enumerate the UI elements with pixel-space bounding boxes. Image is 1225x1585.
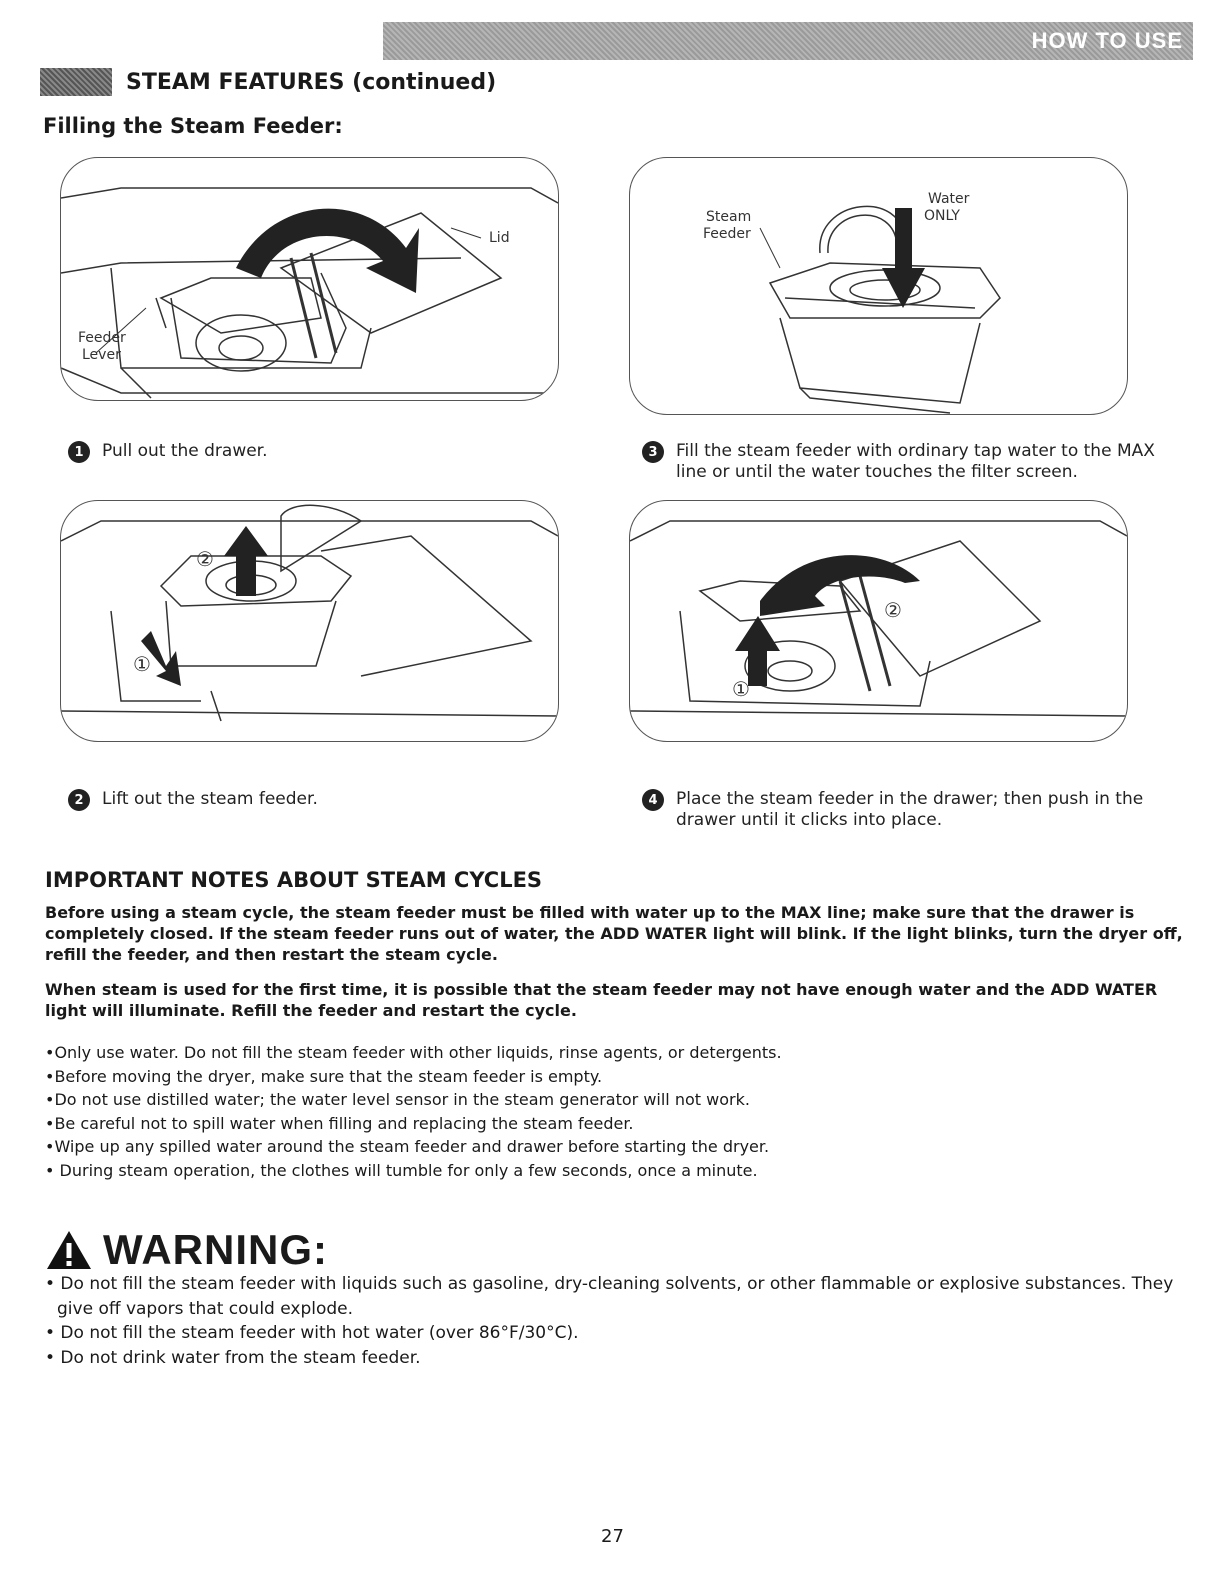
step-text: Place the steam feeder in the drawer; th…: [676, 789, 1144, 830]
list-item: • Do not drink water from the steam feed…: [45, 1347, 421, 1368]
list-item: • During steam operation, the clothes wi…: [45, 1160, 758, 1180]
header-tab-label: HOW TO USE: [1031, 28, 1183, 53]
warning-title-text: WARNING:: [103, 1226, 328, 1273]
step-2: 2 Lift out the steam feeder.: [68, 789, 548, 811]
figure-pull-drawer: Lid Feeder Lever: [60, 157, 559, 401]
header-bar: HOW TO USE: [383, 22, 1193, 60]
down-arrow-icon: [882, 208, 925, 308]
section-title-text: STEAM FEATURES (continued): [126, 69, 497, 95]
up-arrow-icon: [735, 616, 780, 686]
notes-title: IMPORTANT NOTES ABOUT STEAM CYCLES: [45, 868, 543, 892]
list-item: •Only use water. Do not fill the steam f…: [45, 1043, 782, 1062]
callout-2: ②: [196, 547, 214, 571]
down-arrow-icon: [141, 631, 181, 686]
notes-paragraph-2: When steam is used for the first time, i…: [45, 980, 1158, 1020]
callout-2: ②: [884, 598, 902, 622]
feeder-replace-illustration: [630, 520, 1127, 717]
step-number-badge: 2: [68, 789, 90, 811]
step-number-badge: 1: [68, 441, 90, 463]
feeder-lever-label-1: Feeder: [78, 330, 126, 346]
drawer-open-illustration: [61, 187, 558, 399]
lid-label: Lid: [489, 230, 510, 246]
list-item: •Be careful not to spill water when fill…: [45, 1113, 634, 1133]
steam-feeder-label-1: Steam: [706, 209, 752, 225]
step-3: 3 Fill the steam feeder with ordinary ta…: [642, 441, 1167, 483]
subtitle: Filling the Steam Feeder:: [43, 114, 343, 138]
warning-list: • Do not fill the steam feeder with liqu…: [45, 1272, 1195, 1370]
step-text: Lift out the steam feeder.: [102, 789, 318, 809]
list-item: •Before moving the dryer, make sure that…: [45, 1066, 603, 1086]
water-only-label-2: ONLY: [924, 208, 960, 224]
warning-title: WARNING:: [45, 1226, 328, 1274]
steam-feeder-label-2: Feeder: [703, 226, 751, 242]
figure-replace-feeder: ② ①: [629, 500, 1128, 742]
list-item: • Do not fill the steam feeder with liqu…: [45, 1274, 1174, 1319]
section-marker-icon: [40, 68, 112, 96]
step-4: 4 Place the steam feeder in the drawer; …: [642, 789, 1167, 831]
water-only-label-1: Water: [928, 191, 970, 207]
notes-bullet-list: •Only use water. Do not fill the steam f…: [45, 1041, 1195, 1183]
list-item: •Wipe up any spilled water around the st…: [45, 1137, 770, 1157]
callout-1: ①: [133, 652, 151, 676]
figure-lift-feeder: ② ①: [60, 500, 559, 742]
step-number-badge: 4: [642, 789, 664, 811]
figure-fill-feeder: Steam Feeder Water ONLY: [629, 157, 1128, 415]
page-number: 27: [601, 1526, 624, 1547]
section-title: STEAM FEATURES (continued): [40, 66, 496, 98]
feeder-fill-illustration: [759, 205, 1001, 414]
step-1: 1 Pull out the drawer.: [68, 441, 548, 463]
step-text: Fill the steam feeder with ordinary tap …: [676, 441, 1155, 482]
notes-paragraph-1: Before using a steam cycle, the steam fe…: [45, 903, 1183, 964]
callout-1: ①: [732, 677, 750, 701]
curved-arrow-icon: [760, 555, 920, 616]
feeder-lever-label-2: Lever: [82, 347, 121, 363]
up-arrow-icon: [224, 526, 268, 596]
warning-triangle-icon: [47, 1231, 91, 1269]
step-number-badge: 3: [642, 441, 664, 463]
step-text: Pull out the drawer.: [102, 441, 268, 461]
feeder-lift-illustration: [61, 504, 558, 722]
list-item: •Do not use distilled water; the water l…: [45, 1090, 750, 1110]
arrow-icon: [236, 208, 419, 293]
list-item: • Do not fill the steam feeder with hot …: [45, 1323, 579, 1343]
